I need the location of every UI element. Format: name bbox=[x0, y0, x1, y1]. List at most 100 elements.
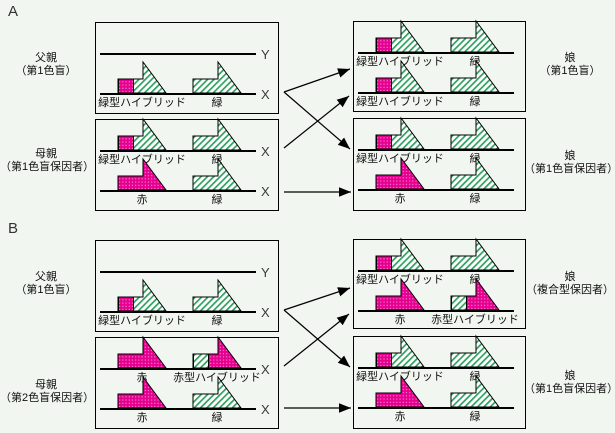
gene-label: 緑 bbox=[470, 151, 481, 165]
gene-green-hybrid bbox=[375, 237, 425, 271]
gene-label: 赤型ハイブリッド bbox=[431, 312, 519, 326]
gene-green bbox=[450, 59, 500, 93]
gene-green bbox=[450, 116, 500, 150]
gene-label: 緑 bbox=[470, 94, 481, 108]
chromosome-row: 赤緑 bbox=[358, 156, 514, 205]
box-a-daughter2: 緑型ハイブリッド緑 赤緑 bbox=[353, 116, 526, 211]
box-a-father: Y 緑型ハイブリッド 緑 X bbox=[95, 22, 279, 114]
chromosome-row: 緑型ハイブリッド 緑 bbox=[356, 19, 514, 68]
gene-label: 緑 bbox=[212, 152, 223, 166]
gene-label: 緑型ハイブリッド bbox=[98, 313, 186, 327]
gene-label: 緑 bbox=[470, 369, 481, 383]
gene-green bbox=[450, 334, 500, 368]
gene-label: 緑 bbox=[212, 313, 223, 327]
chromosome-tag: X bbox=[261, 362, 270, 377]
label-b-daughter1: 娘（複合型保因者） bbox=[526, 271, 614, 296]
gene-green bbox=[450, 19, 500, 53]
chromosome-row: 赤緑X bbox=[100, 157, 270, 206]
chromosome-row: 緑型ハイブリッド 緑 X bbox=[98, 117, 270, 166]
chromosome-tag: X bbox=[261, 305, 270, 320]
gene-label: 赤 bbox=[395, 192, 406, 205]
box-b-father: Y 緑型ハイブリッド 緑 X bbox=[95, 240, 279, 332]
gene-label: 緑 bbox=[212, 410, 223, 424]
gene-label: 赤 bbox=[395, 410, 406, 423]
gene-green-hybrid bbox=[375, 19, 425, 53]
inheritance-arrow bbox=[283, 91, 351, 150]
chromosome-row: Y bbox=[100, 47, 270, 62]
box-a-daughter1: 緑型ハイブリッド緑 緑型ハイブリッド緑 bbox=[353, 19, 526, 112]
chromosome-row: 赤緑X bbox=[100, 375, 270, 424]
gene-label: 赤型ハイブリッド bbox=[173, 370, 261, 384]
gene-label: 緑型ハイブリッド bbox=[98, 95, 186, 109]
gene-green bbox=[450, 374, 500, 408]
chromosome-row: 緑型ハイブリッド 緑 X bbox=[98, 278, 270, 327]
inheritance-arrow bbox=[283, 309, 351, 368]
gene-label: 緑型ハイブリッド bbox=[356, 272, 444, 286]
gene-label: 緑型ハイブリッド bbox=[356, 151, 444, 165]
gene-green-hybrid bbox=[375, 334, 425, 368]
gene-green bbox=[450, 237, 500, 271]
gene-label: 緑 bbox=[470, 191, 481, 205]
chromosome-row: 赤 赤型ハイブリッド bbox=[358, 277, 519, 326]
chromosome-tag: X bbox=[261, 402, 270, 417]
gene-green-hybrid bbox=[117, 117, 167, 151]
chromosome-row: 赤緑 bbox=[358, 374, 514, 423]
gene-label: 緑 bbox=[470, 54, 481, 68]
gene-label: 緑型ハイブリッド bbox=[356, 54, 444, 68]
gene-red bbox=[375, 374, 425, 408]
gene-red-hybrid bbox=[192, 335, 242, 369]
gene-green bbox=[192, 157, 242, 191]
gene-green bbox=[192, 375, 242, 409]
chromosome-tag: X bbox=[261, 184, 270, 199]
chromosome-row: 緑型ハイブリッド 緑 bbox=[356, 59, 514, 108]
label-a-daughter2: 娘（第1色盲保因者） bbox=[524, 150, 615, 175]
gene-label: 緑 bbox=[470, 272, 481, 286]
gene-label: 緑 bbox=[212, 192, 223, 206]
gene-label: 緑 bbox=[470, 409, 481, 423]
gene-green bbox=[450, 156, 500, 190]
label-a-mother: 母親（第1色盲保因者） bbox=[0, 148, 95, 173]
gene-label: 赤 bbox=[137, 411, 148, 424]
gene-red bbox=[117, 335, 167, 369]
gene-label: 緑 bbox=[212, 95, 223, 109]
label-a-father: 父親（第1色盲） bbox=[15, 52, 77, 77]
gene-label: 緑型ハイブリッド bbox=[98, 152, 186, 166]
gene-red bbox=[117, 375, 167, 409]
gene-green-hybrid bbox=[375, 116, 425, 150]
gene-red bbox=[117, 157, 167, 191]
gene-green-hybrid bbox=[117, 60, 167, 94]
inheritance-arrow bbox=[283, 287, 351, 311]
gene-label: 緑型ハイブリッド bbox=[356, 94, 444, 108]
chromosome-tag: X bbox=[261, 87, 270, 102]
gene-label: 赤 bbox=[395, 313, 406, 326]
gene-label: 赤 bbox=[137, 193, 148, 206]
inheritance-arrow bbox=[283, 95, 350, 149]
gene-label: 緑型ハイブリッド bbox=[356, 369, 444, 383]
chromosome-row: 緑型ハイブリッド 緑 bbox=[356, 237, 514, 286]
chromosome-tag: Y bbox=[261, 47, 270, 62]
label-a-daughter1: 娘（第1色盲） bbox=[539, 52, 601, 77]
gene-red bbox=[375, 156, 425, 190]
gene-green bbox=[192, 117, 242, 151]
chromosome-row: 緑型ハイブリッド 緑 bbox=[356, 334, 514, 383]
gene-green bbox=[192, 60, 242, 94]
box-b-daughter2: 緑型ハイブリッド緑 赤緑 bbox=[353, 334, 526, 429]
label-b-daughter2: 娘（第1色盲保因者） bbox=[524, 370, 615, 395]
gene-green-hybrid bbox=[117, 278, 167, 312]
gene-red bbox=[375, 277, 425, 311]
section-b-label: B bbox=[8, 220, 19, 237]
section-a-label: A bbox=[8, 3, 19, 20]
label-b-mother: 母親（第2色盲保因者） bbox=[0, 379, 95, 404]
inheritance-arrow bbox=[283, 68, 351, 93]
inheritance-arrow bbox=[283, 313, 350, 367]
gene-green-hybrid bbox=[375, 59, 425, 93]
chromosome-row: 緑型ハイブリッド 緑 bbox=[356, 116, 514, 165]
chromosome-row: Y bbox=[100, 265, 270, 280]
gene-label: 赤 bbox=[137, 371, 148, 384]
chromosome-tag: Y bbox=[261, 265, 270, 280]
box-b-daughter1: 緑型ハイブリッド 緑 赤 赤型ハイブリッド bbox=[353, 237, 526, 329]
chromosome-tag: X bbox=[261, 144, 270, 159]
